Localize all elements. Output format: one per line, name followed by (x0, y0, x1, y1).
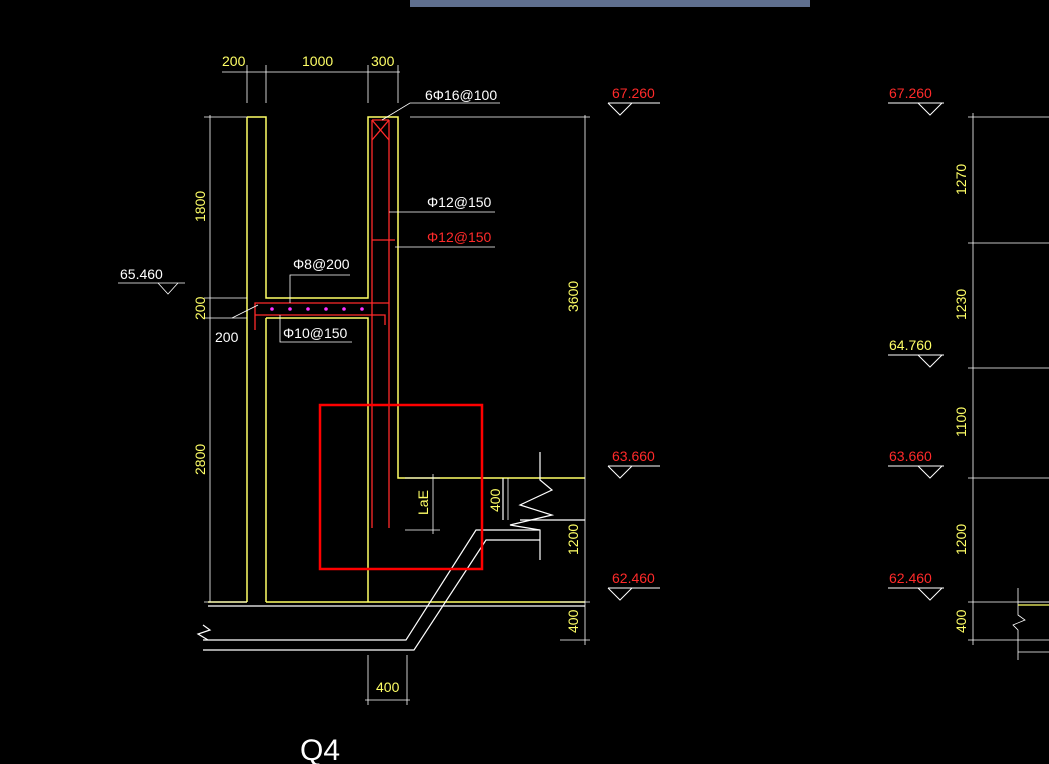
dim-step-400: 400 (487, 488, 503, 512)
dim-right-3600: 3600 (565, 281, 581, 312)
dim-r2-1270: 1270 (953, 164, 969, 195)
dim-left-2800: 2800 (192, 444, 208, 475)
wall-section-outline (208, 116, 585, 603)
dim-lae: LaE (415, 490, 431, 515)
rebar-top-bars: 6Φ16@100 (425, 87, 497, 103)
dim-left-1800: 1800 (192, 191, 208, 222)
dim-r2-1230: 1230 (953, 289, 969, 320)
level-markers (607, 102, 944, 601)
dim-r2-1200: 1200 (953, 524, 969, 555)
dim-r2-400: 400 (953, 609, 969, 633)
level-63660-right: 63.660 (889, 448, 932, 464)
dim-left-200-label: 200 (215, 329, 239, 345)
dim-top-300: 300 (371, 53, 395, 69)
level-62460-right: 62.460 (889, 570, 932, 586)
dim-r2-1100: 1100 (953, 407, 969, 437)
rebar-lines (254, 119, 395, 528)
dim-left-200: 200 (192, 296, 208, 320)
dim-right-400: 400 (565, 609, 581, 633)
level-67260-right: 67.260 (889, 85, 932, 101)
dim-top-200: 200 (222, 53, 246, 69)
level-67260-left: 67.260 (612, 85, 655, 101)
section-title: Q4 (300, 734, 340, 764)
dim-top-1000: 1000 (302, 53, 333, 69)
window-title-bar-strip (410, 0, 810, 7)
highlight-selection-box[interactable] (318, 403, 484, 571)
right-section-lines (968, 113, 1049, 660)
rebar-vertical-12-white: Φ12@150 (427, 194, 492, 210)
level-62460-left: 62.460 (612, 570, 655, 586)
level-64760-right: 64.760 (889, 337, 932, 353)
foundation-lines (196, 452, 585, 651)
slab-rebar-dots (270, 307, 364, 311)
dim-right-1200: 1200 (565, 524, 581, 555)
level-63660-left: 63.660 (612, 448, 655, 464)
dim-bottom-400: 400 (376, 679, 400, 695)
dimension-lines (118, 65, 590, 705)
rebar-slab-8: Φ8@200 (293, 256, 350, 272)
rebar-slab-10: Φ10@150 (283, 325, 348, 341)
level-65460: 65.460 (120, 266, 163, 282)
rebar-vertical-12-red: Φ12@150 (427, 229, 492, 245)
